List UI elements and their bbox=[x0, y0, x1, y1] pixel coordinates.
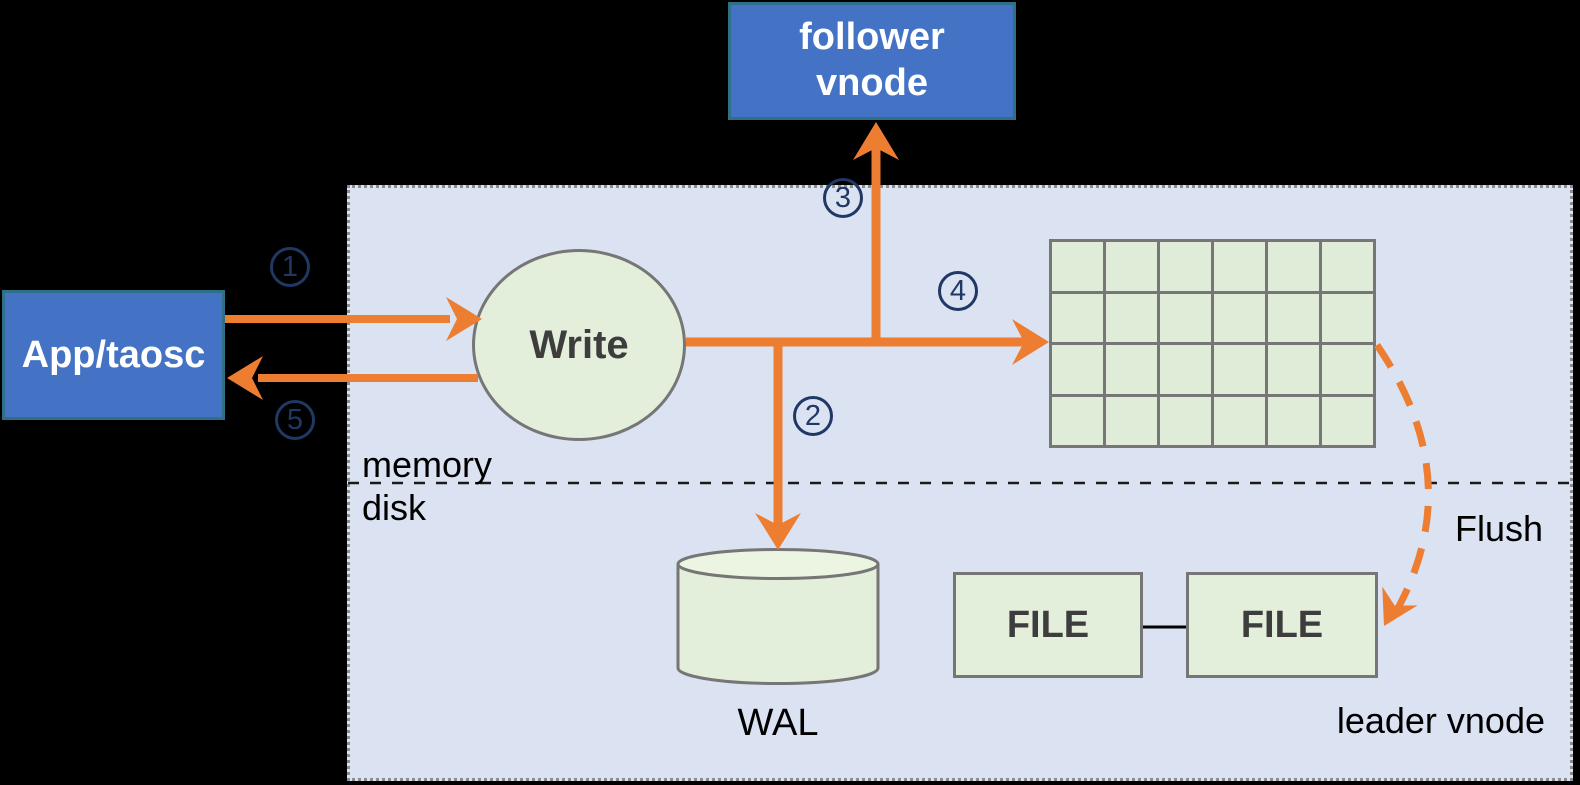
app-taosc-label: App/taosc bbox=[21, 333, 206, 376]
memtable-cell bbox=[1160, 242, 1211, 291]
memtable-cell bbox=[1322, 242, 1373, 291]
memtable-cell bbox=[1052, 293, 1103, 342]
file-right-label: FILE bbox=[1240, 603, 1324, 646]
memtable-cell bbox=[1322, 396, 1373, 445]
flush-label: Flush bbox=[1455, 508, 1544, 549]
memtable-cell bbox=[1322, 293, 1373, 342]
memtable-cell bbox=[1052, 345, 1103, 394]
memtable-grid bbox=[1049, 239, 1376, 448]
disk-label: disk bbox=[362, 487, 427, 528]
step-badge-4: 4 bbox=[938, 271, 978, 311]
step-badge-2: 2 bbox=[793, 396, 833, 436]
arrow-write-to-follower-head bbox=[853, 122, 899, 160]
memtable-cell bbox=[1052, 242, 1103, 291]
memtable-cell bbox=[1160, 345, 1211, 394]
memtable-cell bbox=[1106, 345, 1157, 394]
file-left-label: FILE bbox=[1006, 603, 1090, 646]
app-taosc-node: App/taosc bbox=[2, 290, 225, 420]
follower-vnode-node: follower vnode bbox=[728, 2, 1016, 120]
memtable-cell bbox=[1106, 242, 1157, 291]
follower-vnode-label-line1: follower bbox=[799, 16, 945, 59]
memory-label: memory bbox=[362, 444, 493, 485]
memtable-cell bbox=[1160, 396, 1211, 445]
memtable-cell bbox=[1268, 242, 1319, 291]
arrow-write-to-app-head bbox=[227, 356, 263, 400]
leader-vnode-label: leader vnode bbox=[1336, 700, 1545, 741]
memtable-cell bbox=[1160, 293, 1211, 342]
memtable-cell bbox=[1268, 293, 1319, 342]
step-badge-1: 1 bbox=[270, 247, 310, 287]
memtable-cell bbox=[1214, 396, 1265, 445]
memtable-cell bbox=[1268, 396, 1319, 445]
memtable-cell bbox=[1214, 345, 1265, 394]
memtable-cell bbox=[1214, 293, 1265, 342]
write-process-node: Write bbox=[472, 249, 686, 441]
memtable-cell bbox=[1052, 396, 1103, 445]
memtable-cell bbox=[1214, 242, 1265, 291]
wal-label: WAL bbox=[737, 702, 819, 744]
step-badge-5: 5 bbox=[275, 400, 315, 440]
memtable-cell bbox=[1268, 345, 1319, 394]
step-badge-3: 3 bbox=[823, 178, 863, 218]
file-node-left: FILE bbox=[953, 572, 1143, 678]
write-label: Write bbox=[529, 322, 629, 367]
file-node-right: FILE bbox=[1186, 572, 1378, 678]
memtable-cell bbox=[1322, 345, 1373, 394]
memtable-cell bbox=[1106, 396, 1157, 445]
follower-vnode-label-line2: vnode bbox=[816, 62, 928, 104]
memtable-cell bbox=[1106, 293, 1157, 342]
